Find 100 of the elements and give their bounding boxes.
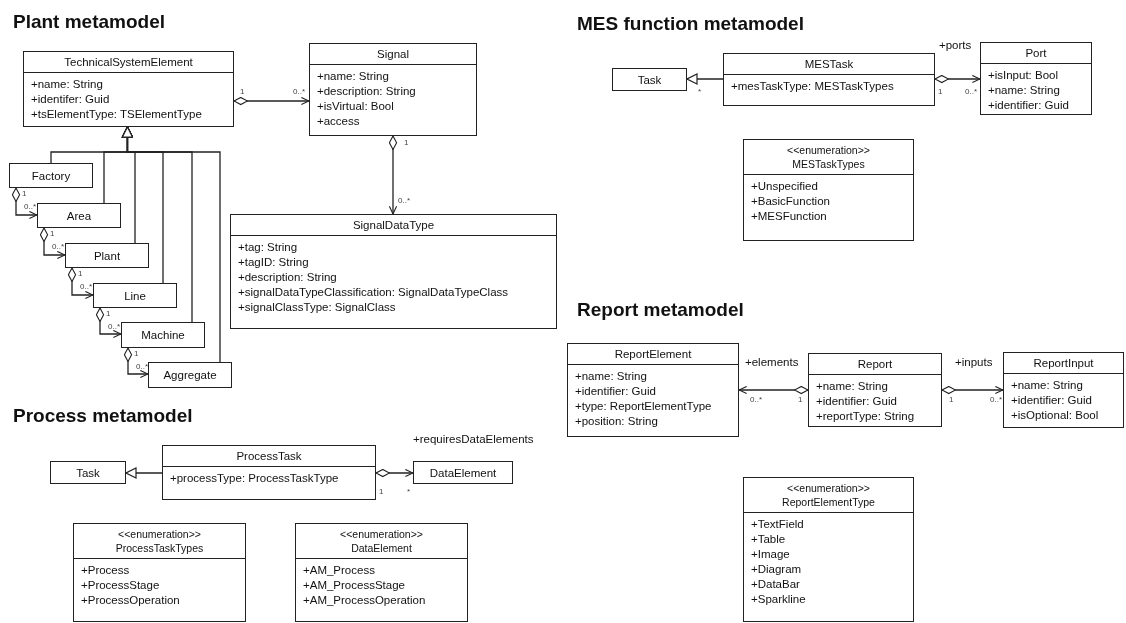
attribute-text: +isOptional: Bool xyxy=(1011,408,1100,423)
attribute-text: +identifier: Guid xyxy=(1011,393,1093,408)
class-name: Task xyxy=(76,465,100,480)
aggregation-arrow xyxy=(738,385,809,395)
enum-literal: +Unspecified xyxy=(751,179,819,194)
class-name: DataElement xyxy=(350,541,413,555)
aggregation-arrow xyxy=(941,385,1004,395)
class-box xyxy=(93,283,177,308)
class-box xyxy=(567,343,739,437)
class-box xyxy=(65,243,149,268)
class-name: Task xyxy=(637,72,662,87)
multiplicity-label: 0..* xyxy=(80,283,92,291)
multiplicity-label: 1 xyxy=(22,190,27,198)
enum-literal: +Image xyxy=(751,547,791,562)
class-name: ReportElement xyxy=(613,347,693,361)
class-name: MESTask xyxy=(803,57,855,71)
attribute-text: +description: String xyxy=(238,270,338,285)
attribute-text: +identifier: Guid xyxy=(988,98,1070,113)
attribute-text: +isVirtual: Bool xyxy=(317,99,395,114)
enumeration-box xyxy=(743,477,914,622)
class-name: TechnicalSystemElement xyxy=(63,55,194,69)
attribute-text: +reportType: String xyxy=(816,409,916,424)
stereotype-text: <<enumeration>> xyxy=(339,527,424,541)
attribute-text: +isInput: Bool xyxy=(988,68,1059,83)
multiplicity-label: 0..* xyxy=(24,203,36,211)
enum-literal: +Sparkline xyxy=(751,592,807,607)
enum-literal: +AM_ProcessStage xyxy=(303,578,406,593)
class-name: ReportElementType xyxy=(781,495,876,509)
multiplicity-label: 1 xyxy=(50,230,55,238)
class-box xyxy=(230,214,557,329)
class-box xyxy=(723,53,935,106)
aggregation-arrow xyxy=(934,74,981,84)
class-box xyxy=(23,51,234,127)
aggregation-arrow xyxy=(375,468,414,478)
section-heading: MES function metamodel xyxy=(577,14,804,33)
class-name: Line xyxy=(124,288,146,303)
class-name: DataElement xyxy=(429,465,497,480)
class-name: Signal xyxy=(376,47,410,61)
stereotype-text: <<enumeration>> xyxy=(786,143,871,157)
class-box xyxy=(50,461,126,484)
attribute-text: +tsElementType: TSElementType xyxy=(31,107,203,122)
enumeration-box xyxy=(73,523,246,622)
attribute-text: +position: String xyxy=(575,414,659,429)
enum-literal: +Diagram xyxy=(751,562,803,577)
stereotype-text: <<enumeration>> xyxy=(786,481,871,495)
aggregation-arrow xyxy=(67,267,94,300)
attribute-text: +tag: String xyxy=(238,240,299,255)
enum-literal: +Table xyxy=(751,532,787,547)
class-name: SignalDataType xyxy=(351,218,436,232)
role-label: +inputs xyxy=(955,357,993,369)
attribute-text: +identifer: Guid xyxy=(31,92,111,107)
class-box xyxy=(612,68,687,91)
attribute-text: +name: String xyxy=(31,77,104,92)
stereotype-text: <<enumeration>> xyxy=(117,527,202,541)
attribute-text: +identifier: Guid xyxy=(575,384,657,399)
section-heading: Process metamodel xyxy=(13,406,193,425)
role-label: +elements xyxy=(745,357,799,369)
attribute-text: +type: ReportElementType xyxy=(575,399,713,414)
generalization-arrow xyxy=(125,467,163,479)
multiplicity-label: 1 xyxy=(949,396,954,404)
enum-literal: +ProcessStage xyxy=(81,578,161,593)
multiplicity-label: 1 xyxy=(106,310,111,318)
multiplicity-label: 1 xyxy=(78,270,83,278)
aggregation-arrow xyxy=(123,347,149,379)
class-name: Machine xyxy=(141,328,185,342)
aggregation-arrow xyxy=(388,135,398,215)
enumeration-box xyxy=(743,139,914,241)
aggregation-arrow xyxy=(233,96,310,106)
enum-literal: +ProcessOperation xyxy=(81,593,181,608)
class-box xyxy=(9,163,93,188)
class-box xyxy=(309,43,477,136)
attribute-text: +access xyxy=(317,114,361,129)
class-name: ProcessTask xyxy=(235,449,303,463)
enum-literal: +DataBar xyxy=(751,577,801,592)
class-box xyxy=(413,461,513,484)
multiplicity-label: 0..* xyxy=(136,363,148,371)
class-name: Port xyxy=(1024,46,1048,60)
multiplicity-label: * xyxy=(407,488,411,496)
attribute-text: +name: String xyxy=(988,83,1061,98)
class-name: ReportInput xyxy=(1032,356,1095,370)
multiplicity-label: 1 xyxy=(134,350,139,358)
attribute-text: +name: String xyxy=(575,369,648,384)
multiplicity-label: 0..* xyxy=(108,323,120,331)
aggregation-arrow xyxy=(95,307,122,339)
attribute-text: +name: String xyxy=(317,69,390,84)
class-name: ProcessTaskTypes xyxy=(114,541,205,555)
attribute-text: +description: String xyxy=(317,84,417,99)
attribute-text: +signalDataTypeClassification: SignalDataTypeClass xyxy=(238,285,510,300)
generalization-arrow xyxy=(121,126,221,363)
role-label: +requiresDataElements xyxy=(413,434,534,446)
attribute-text: +name: String xyxy=(1011,378,1084,393)
multiplicity-label: 0..* xyxy=(398,197,410,205)
class-box xyxy=(980,42,1092,115)
enum-literal: +MESFunction xyxy=(751,209,828,224)
class-box xyxy=(1003,352,1124,428)
class-name: Report xyxy=(856,357,894,371)
section-heading: Report metamodel xyxy=(577,300,744,319)
enum-literal: +TextField xyxy=(751,517,805,532)
attribute-text: +name: String xyxy=(816,379,889,394)
generalization-arrow xyxy=(686,73,724,85)
